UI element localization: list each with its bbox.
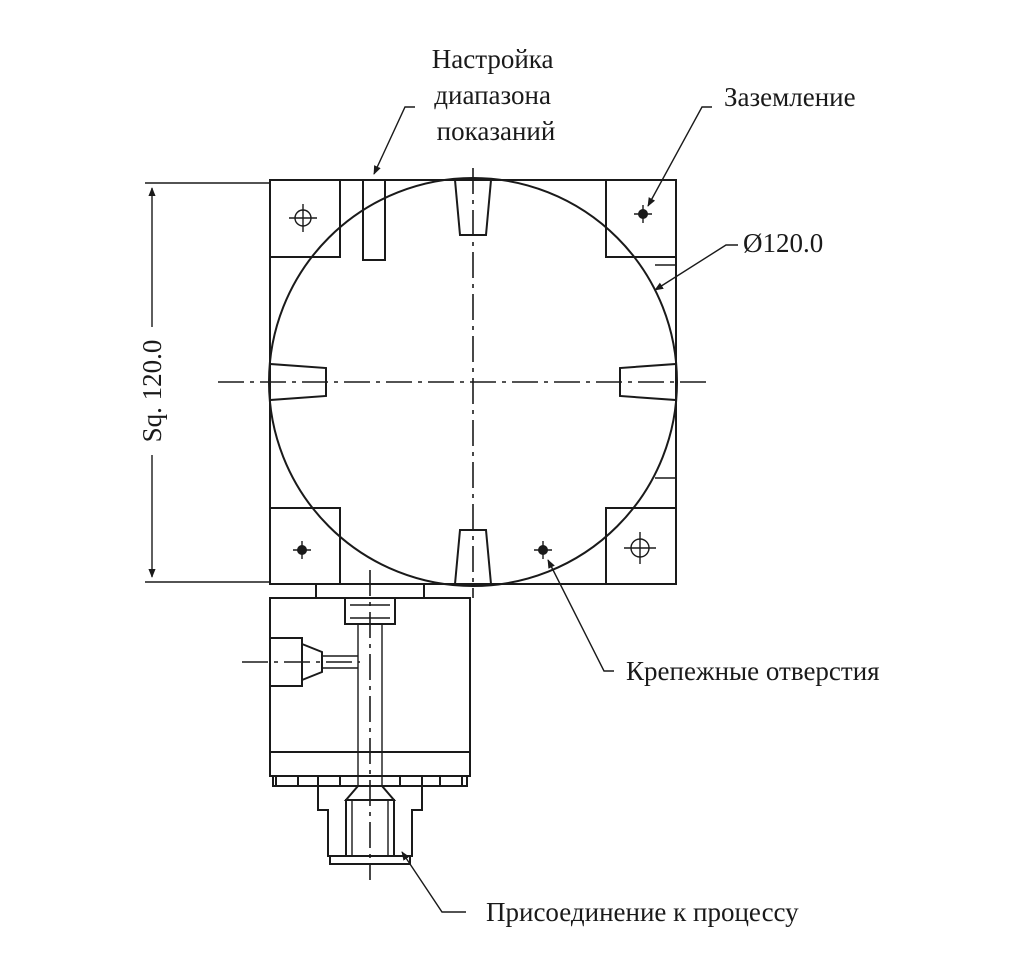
hole-top-left xyxy=(289,204,317,232)
range-adjust-line-1: Настройка xyxy=(432,44,554,74)
process-connection-label: Присоединение к процессу xyxy=(486,897,799,927)
square-dimension xyxy=(145,182,270,583)
range-adjust-line-3: показаний xyxy=(437,116,556,146)
range-adjust-label: Настройка диапазона показаний xyxy=(432,44,561,146)
range-adjust-line-2: диапазона xyxy=(434,80,551,110)
flange-bolts xyxy=(275,775,463,787)
sensor-block xyxy=(242,583,471,790)
mounting-holes-label: Крепежные отверстия xyxy=(626,656,880,686)
grounding-leader xyxy=(647,106,712,207)
range-adjust-leader xyxy=(373,106,415,175)
hole-bottom-right xyxy=(624,532,656,564)
mounting-hole-left xyxy=(293,541,311,559)
square-dimension-label: Sq. 120.0 xyxy=(137,340,167,443)
grounding-hole xyxy=(634,205,652,223)
process-connection-leader xyxy=(401,851,466,913)
mounting-holes-leader xyxy=(547,559,614,672)
circle-tabs xyxy=(269,179,677,585)
diameter-label: Ø120.0 xyxy=(743,228,823,258)
grounding-label: Заземление xyxy=(724,82,856,112)
mounting-hole-right xyxy=(534,541,552,559)
diameter-leader xyxy=(654,244,738,291)
centerlines xyxy=(218,168,706,598)
process-connection-fitting xyxy=(317,570,423,880)
